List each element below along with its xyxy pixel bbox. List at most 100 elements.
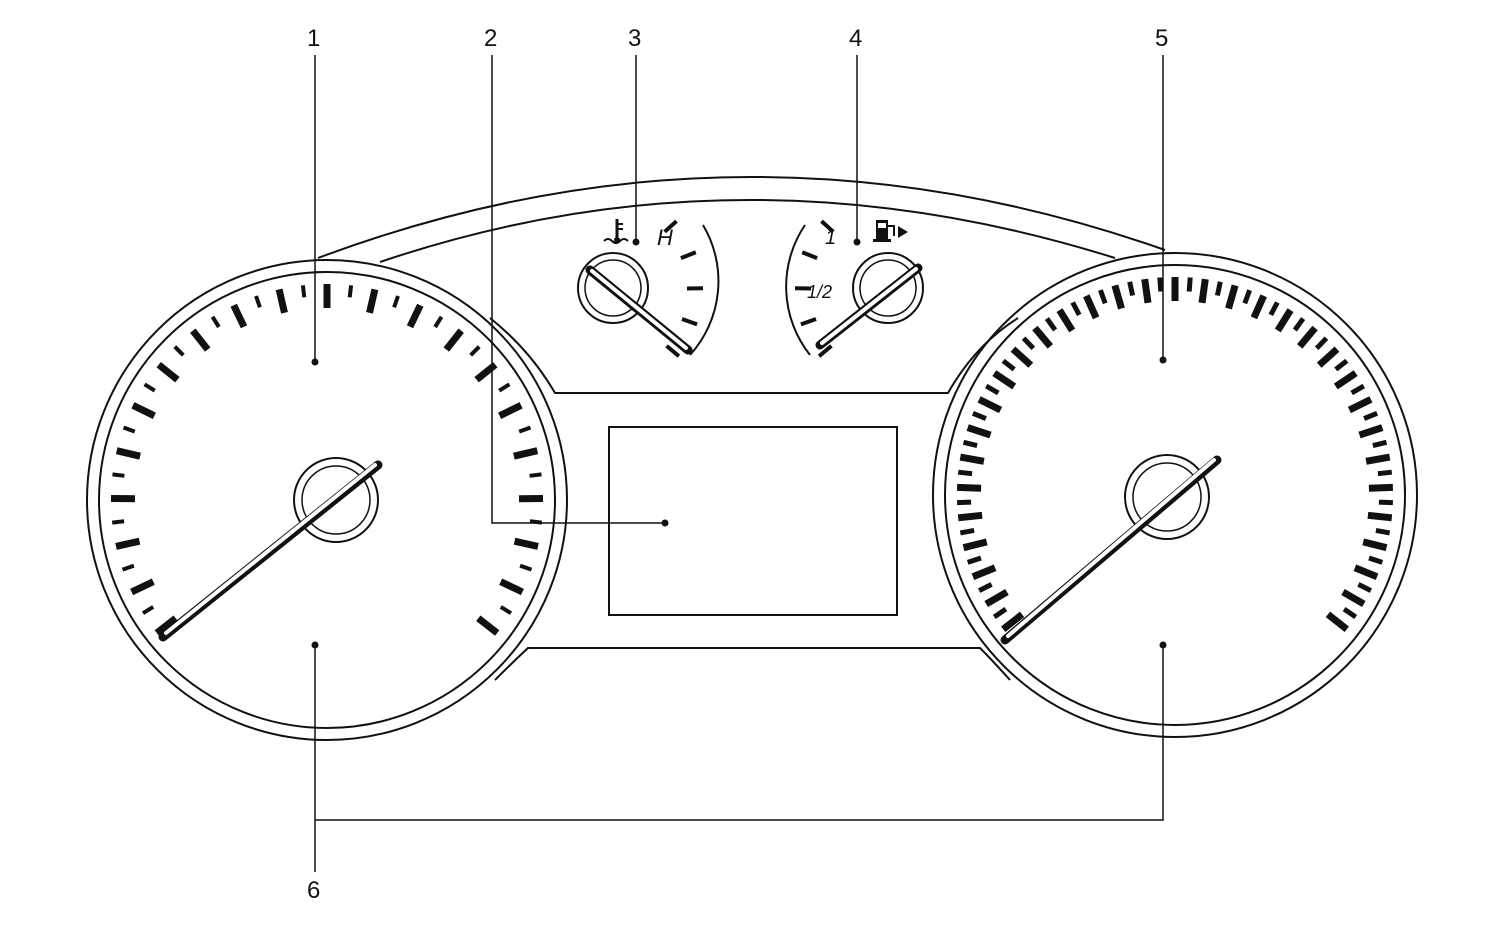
left-dial: [86, 259, 568, 741]
tick-mark: [115, 537, 141, 550]
tick-mark: [518, 425, 532, 434]
tick-mark: [131, 402, 156, 419]
tick-mark: [1333, 370, 1358, 390]
left-needle: [158, 460, 383, 642]
tick-mark: [1367, 511, 1393, 522]
tick-mark: [519, 563, 533, 572]
fuel-pump-icon: [873, 220, 908, 242]
tick-mark: [111, 519, 125, 525]
tick-mark: [1141, 278, 1152, 304]
tick-mark: [513, 537, 539, 550]
center-display: [608, 426, 898, 616]
tick-mark: [1316, 346, 1340, 368]
tick-mark: [1362, 538, 1388, 552]
tick-mark: [1377, 469, 1393, 477]
right-dial: [932, 252, 1418, 738]
tick-mark: [992, 370, 1017, 390]
tick-mark: [1032, 325, 1053, 349]
temperature-hot-label: H: [657, 225, 673, 250]
callout-number-4: 4: [849, 25, 862, 52]
tick-mark: [977, 582, 993, 593]
tick-mark: [1111, 284, 1125, 310]
tick-mark: [499, 605, 513, 615]
tick-mark: [122, 425, 136, 434]
tick-mark: [1341, 588, 1366, 608]
tick-mark: [977, 396, 1003, 414]
tick-mark: [1365, 453, 1391, 465]
tick-mark: [1334, 358, 1349, 372]
tick-mark: [1297, 325, 1318, 349]
tick-mark: [971, 410, 987, 421]
tick-mark: [499, 578, 524, 596]
tick-mark: [143, 382, 156, 393]
tick-mark: [1378, 499, 1393, 506]
tick-mark: [1368, 555, 1384, 565]
tick-mark: [1198, 278, 1209, 304]
tick-mark: [469, 345, 481, 357]
tick-mark: [513, 447, 539, 460]
tick-mark: [966, 424, 992, 439]
tick-mark: [962, 439, 978, 449]
tick-mark: [801, 250, 818, 260]
tick-mark: [1375, 527, 1391, 536]
tick-mark: [962, 538, 988, 552]
tick-mark: [681, 317, 698, 327]
tick-mark: [957, 499, 972, 506]
tick-mark: [956, 483, 982, 492]
tick-mark: [115, 447, 141, 460]
tick-mark: [1353, 564, 1379, 580]
tick-mark: [1083, 294, 1100, 320]
tick-mark: [971, 564, 997, 580]
tick-mark: [1044, 317, 1058, 332]
tick-mark: [1001, 611, 1025, 632]
tick-mark: [347, 285, 354, 298]
tick-mark: [1056, 308, 1076, 333]
tick-mark: [141, 605, 155, 615]
tick-mark: [230, 303, 248, 329]
tick-mark: [1292, 317, 1306, 332]
tick-mark: [498, 382, 511, 393]
tick-mark: [366, 288, 379, 314]
fuel-half-label: 1/2: [807, 282, 832, 302]
callout-number-3: 3: [628, 25, 641, 52]
tick-mark: [406, 303, 424, 329]
tick-mark: [1001, 358, 1016, 372]
tick-mark: [1347, 396, 1373, 414]
cluster-housing: [317, 176, 1166, 681]
tick-mark: [1363, 410, 1379, 421]
tick-mark: [1010, 346, 1034, 368]
tick-mark: [663, 219, 678, 234]
tick-mark: [112, 472, 125, 478]
tick-mark: [433, 315, 444, 329]
tick-mark: [820, 219, 835, 234]
temperature-gauge-ticks: [663, 219, 704, 358]
callout-number-1: 1: [307, 25, 320, 52]
tick-mark: [959, 527, 975, 536]
fuel-full-label: 1: [825, 227, 836, 249]
tick-mark: [1342, 607, 1358, 619]
tick-mark: [1098, 289, 1108, 305]
tick-mark: [1127, 281, 1136, 297]
tick-mark: [443, 328, 464, 352]
tick-mark: [300, 285, 307, 298]
tick-mark: [800, 317, 817, 327]
tick-mark: [121, 563, 135, 572]
tick-mark: [130, 578, 155, 596]
tick-mark: [966, 555, 982, 565]
tick-mark: [498, 402, 523, 419]
tick-mark: [992, 607, 1008, 619]
tick-mark: [529, 472, 542, 478]
fuel-gauge: 1 1/2: [785, 219, 924, 358]
fuel-gauge-ticks: [794, 219, 835, 358]
callout-number-5: 5: [1155, 25, 1168, 52]
tick-mark: [957, 469, 973, 477]
tick-mark: [1268, 301, 1280, 317]
right-needle: [1000, 455, 1222, 645]
tick-mark: [957, 511, 983, 522]
tick-mark: [1350, 383, 1366, 396]
tick-mark: [210, 315, 221, 329]
left-dial-ticks: [110, 284, 544, 636]
tick-mark: [1314, 336, 1329, 351]
tick-mark: [392, 295, 400, 308]
tick-mark: [1274, 308, 1294, 333]
